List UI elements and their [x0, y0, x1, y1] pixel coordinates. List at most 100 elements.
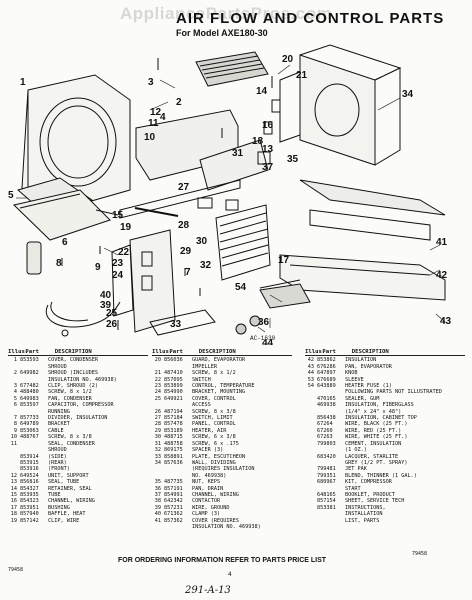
drain-pan-drawing — [259, 283, 311, 309]
part-description: COVER (REQUIRES — [192, 517, 239, 524]
illus-number: 13 — [10, 479, 17, 486]
table-header-3: Illus. Part DESCRIPTION — [305, 349, 465, 357]
part-number: 67260 — [317, 427, 333, 434]
part-number: 857184 — [164, 415, 183, 422]
illus-number: 4 — [13, 389, 17, 396]
illus-number: 23 — [154, 383, 161, 390]
callout-9: 9 — [95, 262, 101, 273]
callout-7: 7 — [185, 267, 191, 278]
part-description: JET PAK — [345, 466, 367, 473]
part-description: WALL, DIVIDING — [192, 459, 236, 466]
escutcheon-plate-drawing — [149, 309, 216, 336]
part-description: CLIP, SHROUD (2) — [48, 383, 98, 390]
part-description: GUARD, EVAPORATOR — [192, 357, 246, 364]
part-description: (SIDE) — [48, 453, 67, 460]
callout-29: 29 — [180, 246, 192, 257]
part-number: 854323 — [20, 498, 39, 505]
illus-number: 19 — [10, 517, 17, 524]
illus-number: 40 — [154, 511, 161, 518]
callout-22: 22 — [118, 247, 130, 258]
part-description: SCREW, 8 x 1/2 — [48, 389, 92, 396]
illus-number: 31 — [154, 440, 161, 447]
callout-25: 25 — [106, 308, 118, 319]
page-number: 4 — [228, 571, 232, 578]
evaporator-cover-drawing — [299, 179, 446, 241]
illus-number: 54 — [307, 383, 314, 390]
ordering-info: FOR ORDERING INFORMATION REFER TO PARTS … — [118, 557, 327, 564]
table-header-1: Illus. Part DESCRIPTION — [8, 349, 148, 357]
part-description: CAPACITOR, COMPRESSOR — [48, 402, 114, 409]
table-row: INSULATION NO. 469938) — [8, 377, 148, 383]
part-number: 853381 — [317, 504, 336, 511]
part-number: 649789 — [20, 421, 39, 428]
illus-number: 8 — [13, 421, 17, 428]
callout-24: 24 — [112, 270, 124, 281]
part-description: CABLE — [48, 427, 64, 434]
callout-19: 19 — [120, 222, 132, 233]
illus-number: 1 — [13, 357, 17, 364]
part-description: INSTRUCTIONS, — [345, 504, 386, 511]
part-number: 857095 — [164, 376, 183, 383]
part-description: SWITCH — [192, 376, 211, 383]
base-pan-drawing — [12, 189, 111, 241]
part-description: (FRONT) — [48, 466, 70, 473]
table-row: (1 OZ.) — [305, 447, 465, 453]
part-number: 853916 — [20, 466, 39, 473]
part-description: INSULATION, CABINET TOP — [345, 415, 417, 422]
table-row: SHROUD — [8, 447, 148, 453]
table-row: GREY (1/2 PT. SPRAY) — [305, 460, 465, 466]
callout-21: 21 — [296, 70, 308, 81]
part-number: 857362 — [164, 517, 183, 524]
part-description: DIVIDER, INSULATION — [48, 415, 108, 422]
callout-28: 28 — [178, 220, 190, 231]
part-number: 649921 — [164, 395, 183, 402]
table-row: SHROUD — [8, 364, 148, 370]
diagram-code: AC-1630 — [250, 335, 276, 342]
part-description: SPACER (3) — [192, 447, 224, 454]
illus-number: 28 — [154, 421, 161, 428]
part-description: NUT, KEPS — [192, 479, 221, 486]
part-description: COVER, CONDENSER — [48, 357, 98, 364]
illus-number: 30 — [154, 434, 161, 441]
part-description: HEATER FUSE (1) — [345, 383, 392, 390]
part-description: GREY (1/2 PT. SPRAY) — [345, 459, 408, 466]
heat-baffle-drawing — [95, 179, 241, 219]
table-row: RUNNING — [8, 409, 148, 415]
part-description: SCREW, 8 x 1/2 — [192, 370, 236, 377]
callout-10: 10 — [144, 132, 156, 143]
part-description: CLAMP (3) — [192, 511, 221, 518]
table-row: NO. 469938) — [152, 473, 292, 479]
part-description: SCREW, 6 x .175 — [192, 440, 239, 447]
part-number: 67263 — [317, 434, 333, 441]
part-number: 854327 — [20, 485, 39, 492]
part-description: SCREW, 8 x 3/8 — [48, 434, 92, 441]
part-number: 488767 — [20, 434, 39, 441]
part-description: PAN, DRAIN — [192, 485, 224, 492]
part-description: SLEEVE — [345, 376, 364, 383]
part-number: 857154 — [317, 498, 336, 505]
part-number: 487735 — [164, 479, 183, 486]
callout-12: 12 — [150, 107, 162, 118]
callout-8: 8 — [56, 258, 62, 269]
illus-number: 6 — [13, 402, 17, 409]
part-description: CHANNEL, WIRING — [192, 491, 239, 498]
callout-16: 16 — [262, 120, 274, 131]
part-number: 647897 — [317, 370, 336, 377]
table-header-2: Illus. Part DESCRIPTION — [152, 349, 292, 357]
